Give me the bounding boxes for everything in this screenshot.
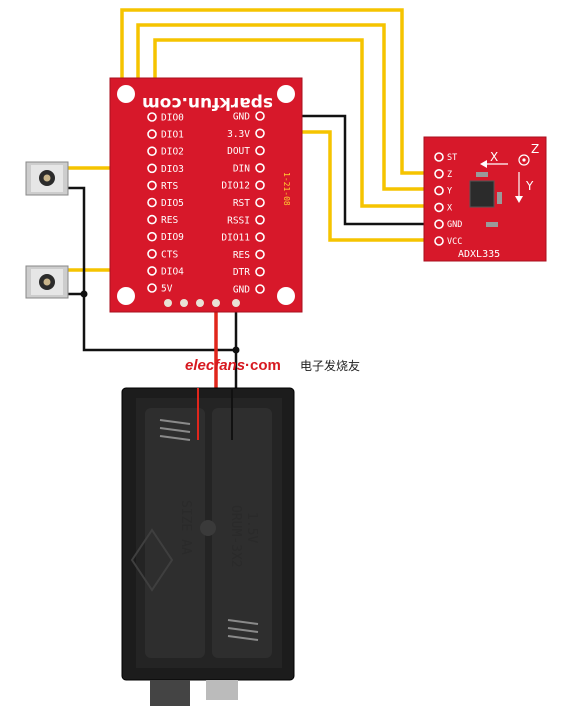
right-pin-pad (255, 266, 265, 277)
adxl-pin-pad (434, 185, 444, 196)
axis-z-label: Z (531, 142, 539, 156)
right-pin-pad (255, 232, 265, 242)
right-pin-label: RSSI (227, 215, 250, 226)
right-pin-label: DOUT (227, 146, 250, 157)
right-pin-label: 3.3V (227, 129, 250, 140)
right-pin-pad (255, 284, 265, 294)
left-pin-pad (147, 129, 157, 139)
right-pin-pad (255, 249, 265, 260)
axis-y-label: Y (525, 179, 534, 193)
watermark-tld: com (250, 357, 281, 374)
left-pin-label: DIO5 (161, 198, 184, 209)
adxl-pin-label: VCC (447, 237, 462, 247)
right-pin-label: GND (233, 285, 250, 296)
adxl-pin-label: X (447, 203, 453, 213)
battery-voltage-label: 1.5V (244, 512, 259, 543)
right-pin-pad (255, 163, 265, 173)
left-pin-label: DIO9 (161, 232, 184, 243)
adxl-pin-label: Y (447, 187, 452, 197)
left-pin-pad (147, 283, 157, 293)
adxl-pin-label: ST (447, 153, 457, 163)
right-pin-label: GND (233, 112, 250, 123)
adxl-pin-pad (434, 236, 444, 246)
left-pin-label: DIO0 (161, 113, 184, 124)
left-pin-pad (147, 112, 157, 122)
push-button-top (25, 161, 69, 196)
battery-model-label: ORUM-3X2 (228, 505, 243, 568)
right-pin-pad (255, 215, 265, 225)
left-pin-pad (147, 249, 157, 259)
right-pin-pad (255, 111, 265, 121)
left-pin-pad (147, 214, 157, 225)
left-pin-label: DIO4 (161, 266, 184, 277)
wire-button1-gnd (67, 186, 237, 352)
adxl-pin-label: GND (447, 220, 462, 230)
watermark-dot: · (245, 357, 250, 374)
axis-x-label: X (490, 150, 498, 164)
right-pin-label: DIO11 (221, 233, 250, 244)
left-pin-pad (147, 146, 157, 156)
right-pin-pad (255, 145, 265, 156)
watermark-chinese: 电子发烧友 (300, 358, 360, 373)
junction-dot (80, 290, 88, 298)
board-side-label: 1-21-08 (282, 172, 291, 206)
junction-dot-2 (232, 346, 240, 354)
left-pin-label: 5V (161, 284, 173, 295)
right-pin-label: DIN (233, 163, 250, 174)
left-pin-label: RTS (161, 181, 178, 192)
left-pin-pad (147, 197, 157, 208)
right-pin-label: DIO12 (221, 181, 250, 192)
right-pin-pad (255, 180, 265, 190)
svg-text:elecfans·com: elecfans·com (185, 357, 281, 374)
right-pin-label: RST (233, 198, 250, 209)
left-pin-pad (147, 180, 157, 191)
right-pin-pad (255, 128, 265, 139)
adxl-pin-label: Z (447, 170, 452, 180)
adxl-part-label: ADXL335 (458, 249, 500, 260)
left-pin-label: DIO1 (161, 130, 184, 141)
push-button-bottom (25, 265, 69, 299)
left-pin-label: DIO2 (161, 147, 184, 158)
adxl-pin-pad (434, 152, 444, 162)
right-pin-pad (255, 197, 265, 208)
battery-size-label: SIZE AA (178, 500, 193, 555)
left-pin-label: RES (161, 215, 178, 226)
watermark-site: elecfans (185, 357, 245, 374)
adxl-pin-pad (434, 202, 444, 213)
xbee-breakout-board: sparkfun.com 1-21-08 DIO0DIO1DIO2DIO3RTS… (109, 77, 303, 313)
right-pin-label: DTR (233, 267, 250, 278)
left-pin-label: DIO3 (161, 164, 184, 175)
watermark: elecfans·com 电子发烧友 (185, 357, 360, 374)
right-pin-label: RES (233, 250, 250, 261)
left-pin-pad (147, 163, 157, 174)
left-pin-pad (147, 266, 157, 276)
adxl-pin-pad (434, 219, 444, 229)
board-brand-label: sparkfun.com (142, 93, 273, 113)
battery-holder: 1.5V ORUM-3X2 SIZE AA (121, 387, 295, 706)
left-pin-label: CTS (161, 249, 178, 260)
left-pin-pad (147, 231, 157, 242)
adxl-pin-column: ST ZYX GND VCC (434, 152, 462, 247)
adxl-pin-pad (434, 169, 444, 179)
